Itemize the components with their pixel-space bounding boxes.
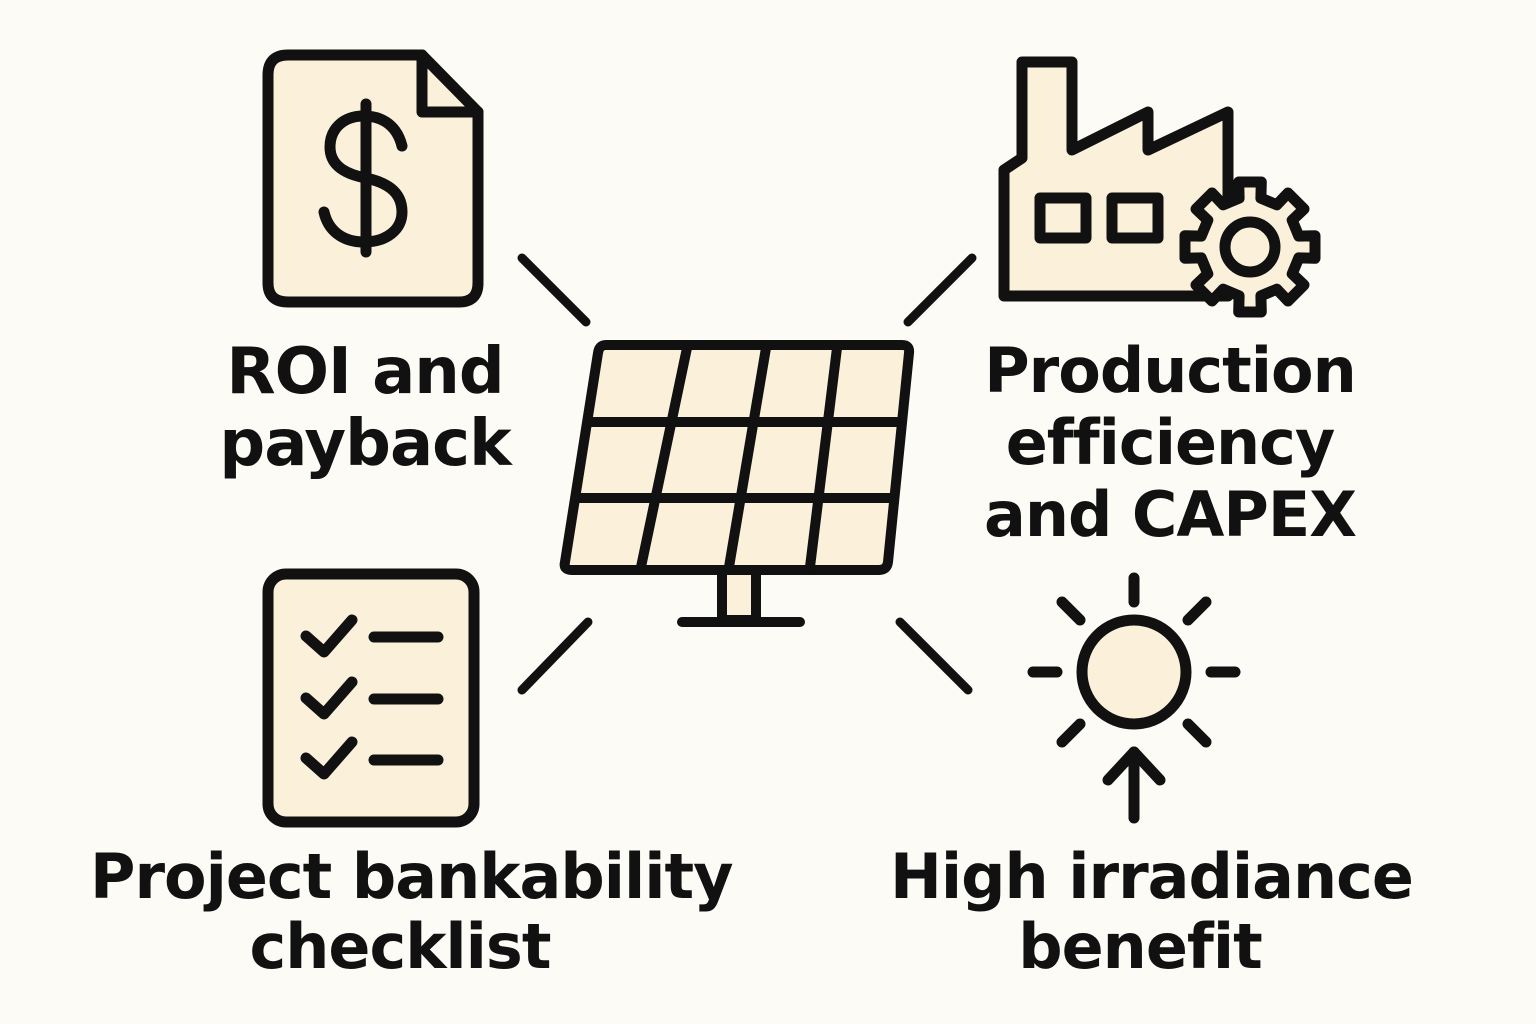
label-line: and CAPEX	[983, 478, 1357, 551]
label-line: benefit	[1018, 910, 1262, 983]
label-line: ROI and	[226, 335, 504, 409]
dollar-document-icon	[262, 49, 484, 308]
label-line: checklist	[249, 910, 552, 983]
label-line: payback	[219, 407, 511, 481]
label-line: Project bankability	[90, 840, 734, 913]
label-line: efficiency	[1005, 406, 1336, 479]
label-line: High irradiance	[890, 840, 1414, 913]
factory-gear-icon	[998, 56, 1321, 318]
checklist-icon	[262, 568, 480, 828]
solar-panel-icon	[559, 340, 915, 627]
sun-arrow-icon	[1027, 572, 1241, 824]
label-production-efficiency: Production efficiency and CAPEX	[960, 340, 1380, 556]
connector-irradiance	[895, 617, 973, 695]
label-line: Production	[984, 334, 1357, 407]
connector-roi	[517, 253, 591, 327]
label-high-irradiance: High irradiance benefit	[890, 840, 1414, 986]
connectors	[517, 253, 977, 695]
label-project-bankability: Project bankability checklist	[90, 840, 734, 986]
label-roi-and-payback: ROI and payback	[195, 340, 535, 484]
connector-bankability	[517, 617, 593, 695]
connector-production	[903, 253, 977, 327]
